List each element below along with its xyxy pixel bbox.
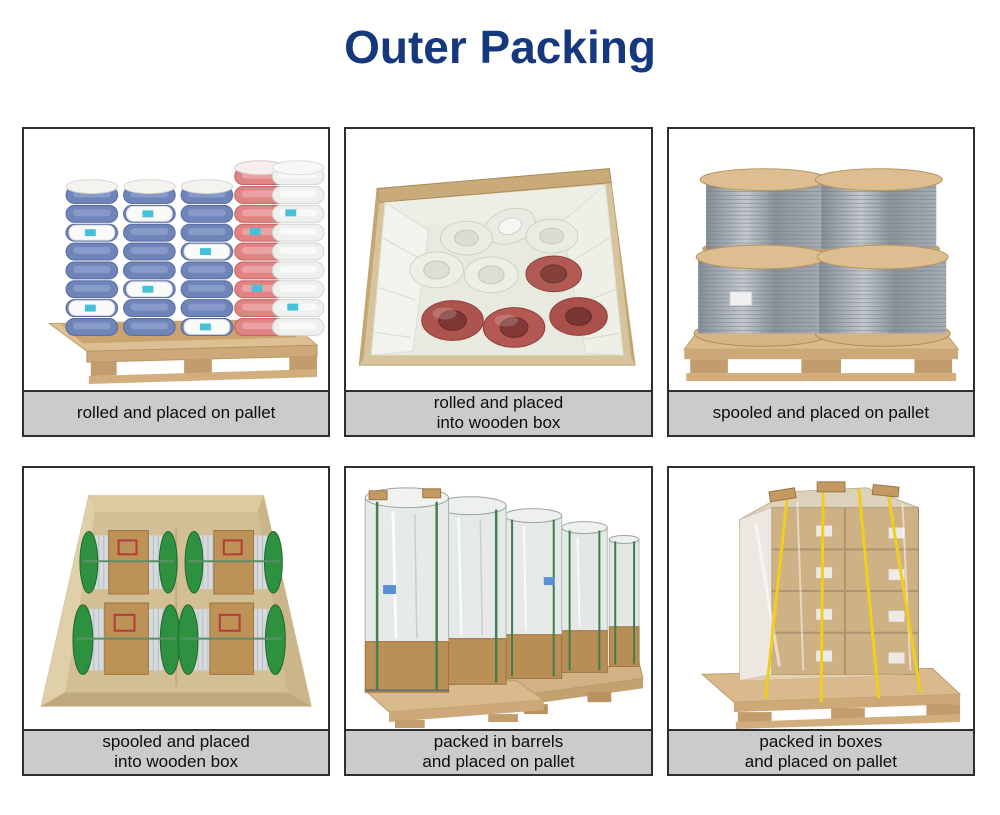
yellow-straps (763, 488, 922, 702)
photo-spools-in-box (24, 467, 329, 730)
coil-stack-blue-1 (65, 178, 119, 336)
barrel-back-2 (609, 534, 640, 667)
caption-boxes-on-pallet: packed in boxes and placed on pallet (668, 729, 973, 774)
barrel-back-1 (561, 520, 609, 673)
coil-stack-blue-2 (122, 178, 177, 336)
corner-protector (369, 489, 388, 500)
corner-protector (422, 487, 442, 498)
coil-stack-blue-3 (180, 178, 234, 336)
packing-cell-boxes-on-pallet: packed in boxes and placed on pallet (666, 465, 975, 776)
corner-protectors (768, 480, 900, 502)
page-title: Outer Packing (344, 21, 656, 73)
photo-barrels-on-pallet (346, 467, 651, 730)
spools-on-pallet-illustration (682, 167, 959, 381)
box-stack (738, 486, 919, 681)
packing-grid: rolled and placed on pallet (22, 126, 975, 776)
caption-spools-on-pallet: spooled and placed on pallet (668, 390, 973, 435)
caption-coils-on-pallet: rolled and placed on pallet (24, 390, 329, 435)
caption-coils-in-box: rolled and placed into wooden box (346, 390, 651, 435)
spool-label (729, 290, 752, 306)
photo-boxes-on-pallet (668, 467, 973, 730)
barrel-label (383, 584, 397, 594)
barrel-front-left (365, 486, 450, 693)
packing-cell-spools-on-pallet: spooled and placed on pallet (666, 126, 975, 437)
packing-cell-coils-in-box: rolled and placed into wooden box (344, 126, 653, 437)
barrel-label (544, 576, 556, 585)
spool-lower-right (177, 601, 286, 675)
photo-coils-in-box (346, 128, 651, 391)
coil-stack-white (271, 159, 325, 336)
caption-spools-in-box: spooled and placed into wooden box (24, 729, 329, 774)
packing-cell-coils-on-pallet: rolled and placed on pallet (22, 126, 331, 437)
photo-spools-on-pallet (668, 128, 973, 391)
barrel-mid (503, 507, 563, 679)
spool-lower-left (72, 601, 181, 675)
barrels-on-pallet-illustration (364, 486, 644, 728)
coils-on-pallet-illustration (47, 159, 325, 384)
red-coils (421, 255, 609, 348)
packing-cell-barrels-on-pallet: packed in barrels and placed on pallet (344, 465, 653, 776)
coils-in-box-illustration (359, 167, 636, 366)
photo-coils-on-pallet (24, 128, 329, 391)
lower-spools (693, 244, 951, 347)
packing-cell-spools-in-box: spooled and placed into wooden box (22, 465, 331, 776)
caption-barrels-on-pallet: packed in barrels and placed on pallet (346, 729, 651, 774)
spool-upper-right (184, 529, 283, 595)
spool-upper-left (79, 529, 178, 595)
spools-in-box-illustration (40, 494, 312, 707)
boxes-on-pallet-illustration (700, 480, 961, 729)
pallets (364, 661, 644, 728)
white-coils (409, 207, 579, 293)
